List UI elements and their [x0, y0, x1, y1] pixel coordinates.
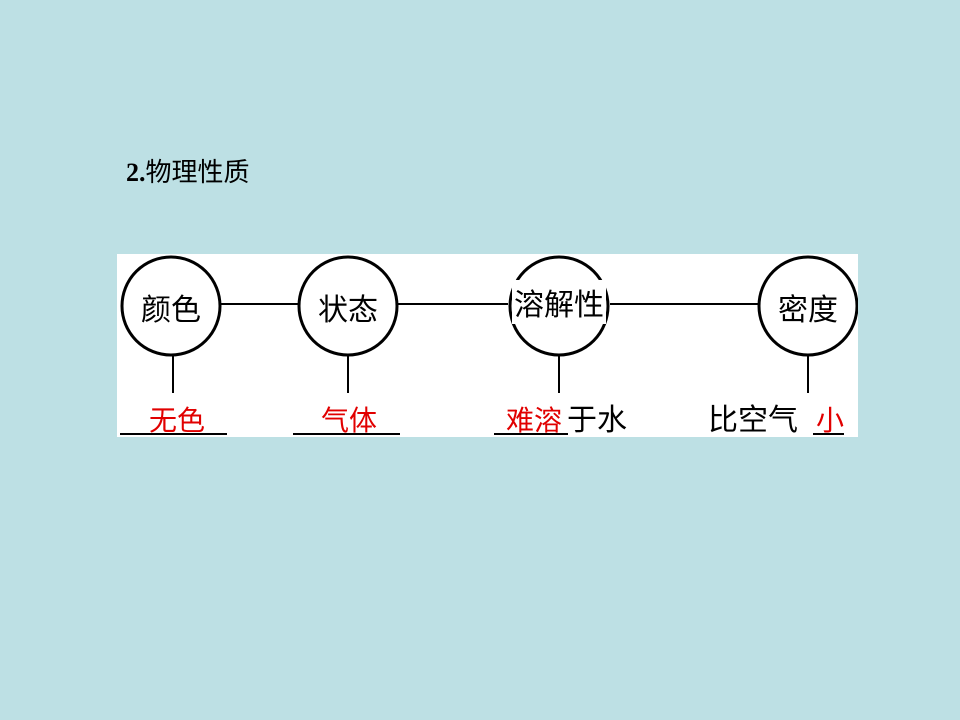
answer-state: 气体 — [320, 404, 378, 437]
node-circle-color — [120, 255, 222, 357]
section-number: 2. — [126, 158, 146, 187]
density-prefix: 比空气 — [708, 403, 798, 438]
node-label-state: 状态 — [318, 293, 378, 328]
section-title-text: 物理性质 — [145, 158, 250, 188]
property-diagram: 颜色 状态 溶解性 密度 无色 气体 难溶 于水 比空气 小 — [117, 254, 858, 438]
solubility-suffix: 于水 — [567, 403, 627, 438]
section-title: 2.物理性质 — [126, 152, 250, 189]
node-label-density: 密度 — [778, 293, 838, 328]
answer-color: 无色 — [148, 404, 206, 437]
answer-solubility: 难溶 — [505, 404, 563, 437]
answer-density: 小 — [815, 404, 845, 437]
node-label-color: 颜色 — [141, 293, 201, 328]
node-label-solubility: 溶解性 — [512, 280, 606, 324]
